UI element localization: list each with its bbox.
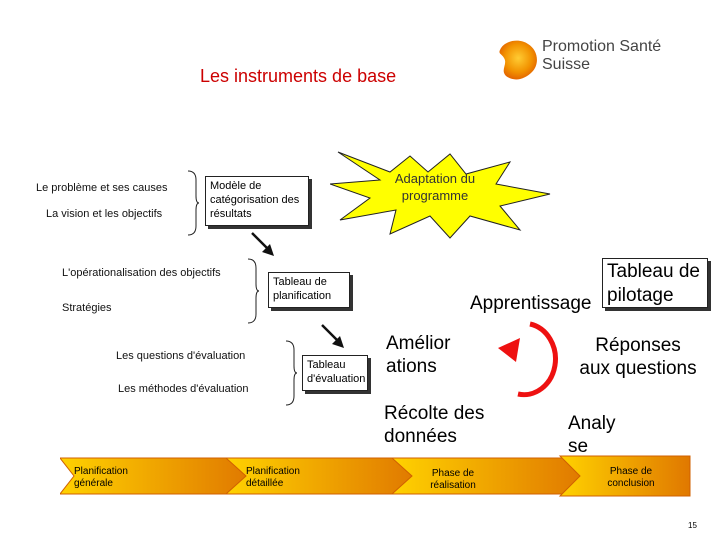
logo-line1: Promotion Santé — [542, 38, 662, 55]
brace-group1 — [187, 170, 200, 236]
data-collection-label: Récolte des données — [384, 403, 485, 447]
phase-3-label: Phase de réalisation — [430, 468, 476, 491]
analysis-label: Analyse — [568, 413, 616, 457]
page-number: 15 — [688, 521, 697, 530]
phase-1-label: Planification générale — [74, 466, 128, 489]
improvements-label: Améliorations — [386, 333, 451, 377]
logo-line2: Suisse — [542, 56, 591, 73]
planning-table-box: Tableau de planification — [268, 272, 350, 308]
evaluation-methods-label: Les méthodes d'évaluation — [118, 383, 249, 395]
logo-icon — [499, 40, 537, 80]
operationalisation-label: L'opérationalisation des objectifs — [62, 267, 221, 279]
categorisation-model-box: Modèle de catégorisation des résultats — [205, 176, 309, 226]
logo: Promotion Santé Suisse — [542, 38, 661, 74]
strategies-label: Stratégies — [62, 302, 112, 314]
phases-bar — [60, 455, 691, 497]
cycle-arrow-icon — [498, 321, 558, 398]
page-title: Les instruments de base — [200, 66, 397, 86]
brace-group3 — [285, 340, 298, 406]
adaptation-burst — [330, 151, 551, 239]
evaluation-questions-label: Les questions d'évaluation — [116, 350, 246, 362]
phase-2-label: Planification détaillée — [246, 466, 300, 489]
steering-table-box: Tableau de pilotage — [602, 258, 708, 308]
vision-objectives-label: La vision et les objectifs — [46, 208, 163, 220]
learning-label: Apprentissage — [470, 293, 592, 314]
brace-group2 — [247, 258, 260, 324]
arrow-icon — [321, 324, 344, 348]
arrow-icon — [251, 232, 274, 256]
phase-4-arrow — [558, 455, 691, 497]
phase-4-label: Phase de conclusion — [607, 466, 655, 489]
answers-label: Réponses aux questions — [579, 335, 697, 379]
problem-causes-label: Le problème et ses causes — [36, 182, 168, 194]
adaptation-label: Adaptation du programme — [394, 171, 476, 203]
evaluation-table-box: Tableau d'évaluation — [302, 355, 368, 391]
